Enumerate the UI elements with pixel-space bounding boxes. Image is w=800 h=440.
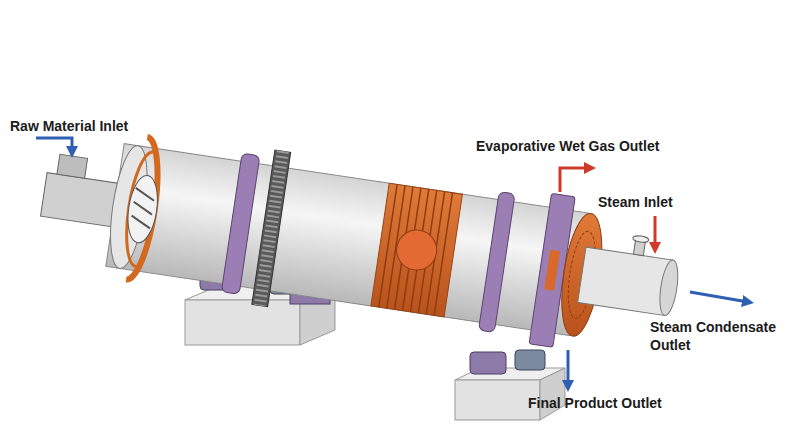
callout-label: Final Product Outlet bbox=[528, 394, 662, 412]
product-arrow bbox=[567, 350, 570, 386]
callout-label: Raw Material Inlet bbox=[10, 117, 128, 135]
wet-gas-arrow bbox=[560, 168, 590, 192]
callout-label: Steam Inlet bbox=[598, 193, 673, 211]
condensate-arrow bbox=[690, 292, 748, 302]
rotary-drum bbox=[32, 117, 688, 366]
inlet-arrow bbox=[36, 138, 72, 152]
callout-label: Evaporative Wet Gas Outlet bbox=[476, 137, 659, 155]
callout-label: Steam Condensate Outlet bbox=[650, 318, 790, 354]
steam-inlet-arrow bbox=[654, 216, 657, 248]
